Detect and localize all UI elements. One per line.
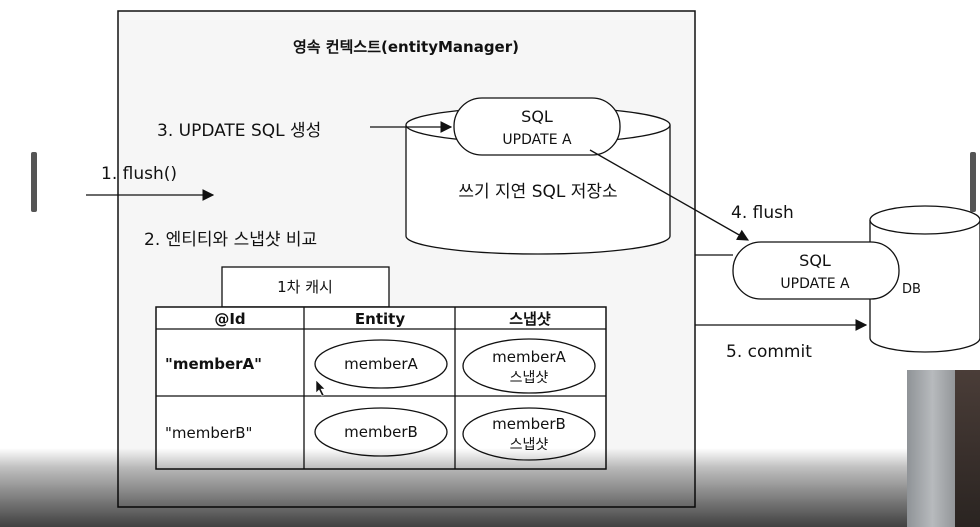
db-sql-line1: SQL: [799, 251, 831, 270]
left-edge-bar: [31, 152, 37, 212]
write-store-label: 쓰기 지연 SQL 저장소: [458, 182, 617, 202]
step-4-arrow: [589, 149, 750, 241]
row-b-entity: memberB: [344, 423, 418, 441]
row-b-id: "memberB": [165, 424, 252, 442]
video-bottom-shade: [0, 448, 980, 527]
step-1-label: 1. flush(): [101, 164, 177, 184]
row-a-snapshot-line1: memberA: [492, 348, 566, 366]
header-entity: Entity: [355, 310, 405, 328]
db-label: DB: [902, 282, 921, 297]
row-b-snapshot-line1: memberB: [492, 415, 566, 433]
step-2-label: 2. 엔티티와 스냅샷 비교: [144, 230, 317, 250]
step-3-label: 3. UPDATE SQL 생성: [157, 121, 321, 141]
row-a-snapshot-line2: 스냅샷: [510, 370, 549, 386]
step-5-label: 5. commit: [726, 342, 812, 362]
header-id: @Id: [214, 310, 245, 328]
row-a-id: "memberA": [165, 355, 262, 373]
context-title: 영속 컨텍스트(entityManager): [293, 38, 519, 56]
header-snapshot: 스냅샷: [509, 310, 551, 328]
store-sql-line2: UPDATE A: [502, 132, 572, 148]
store-sql-line1: SQL: [521, 107, 553, 126]
db-sql-line2: UPDATE A: [780, 276, 850, 292]
row-a-entity-oval: [314, 339, 448, 389]
db-sql-pill: [732, 241, 900, 300]
right-edge-bar: [970, 152, 976, 212]
cache-title-box: [221, 266, 390, 308]
mouse-cursor-icon: [315, 379, 326, 397]
step-4-label: 4. flush: [731, 203, 794, 223]
cache-title: 1차 캐시: [277, 278, 333, 296]
store-sql-pill: [453, 97, 621, 156]
db-cylinder: [869, 205, 980, 353]
webcam-person-shadow: [955, 370, 980, 527]
row-a-snapshot-oval: [462, 338, 596, 394]
row-a-entity: memberA: [344, 355, 418, 373]
